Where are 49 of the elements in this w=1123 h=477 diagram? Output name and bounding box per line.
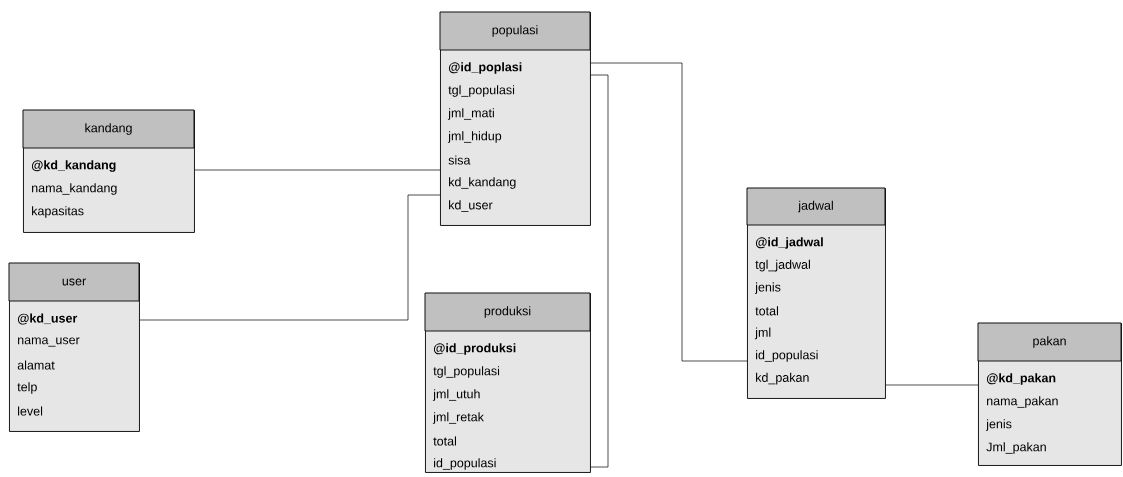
primary-key: @kd_kandang <box>31 160 116 172</box>
table-header: kandang <box>22 109 195 149</box>
entity-table <box>439 11 591 226</box>
primary-key: @kd_pakan <box>986 373 1056 385</box>
field-name: jml_retak <box>432 412 484 424</box>
field-name: tgl_jadwal <box>755 259 810 272</box>
table-header: populasi <box>439 11 591 51</box>
field-name: nama_pakan <box>987 396 1058 408</box>
field-name: telp <box>17 382 37 394</box>
field-name: level <box>18 406 43 416</box>
field-name: jenis <box>985 419 1012 431</box>
connector-line <box>590 62 748 362</box>
primary-key: @id_jadwal <box>755 237 823 249</box>
table-header: user <box>8 262 140 302</box>
field-name: alamat <box>17 360 55 370</box>
field-name: jml_utuh <box>432 389 480 401</box>
field-name: jenis <box>754 282 781 294</box>
connector-line <box>885 384 979 386</box>
primary-key: @id_produksi <box>433 343 516 355</box>
table-header: pakan <box>977 322 1122 362</box>
connector-line <box>590 74 609 468</box>
field-name: Jml_pakan <box>986 442 1046 454</box>
table-header: produksi <box>424 292 591 332</box>
field-name: tgl_populasi <box>433 366 500 378</box>
field-name: tgl_populasi <box>448 85 515 97</box>
field-name: jml_mati <box>447 108 494 120</box>
field-name: jml <box>754 327 771 340</box>
field-name: sisa <box>448 155 471 165</box>
primary-key: @id_poplasi <box>448 62 522 74</box>
field-name: kd_kandang <box>449 177 516 189</box>
entity-table <box>424 292 591 473</box>
field-name: jml_hidup <box>447 131 502 143</box>
table-header: jadwal <box>746 187 886 226</box>
entity-table <box>746 187 886 399</box>
entity-table <box>977 322 1122 466</box>
field-name: kd_user <box>449 200 493 212</box>
entity-table <box>8 262 140 432</box>
primary-key: @kd_user <box>17 313 78 325</box>
field-name: total <box>755 306 778 316</box>
field-name: nama_kandang <box>32 183 117 195</box>
field-name: id_populasi <box>434 458 496 470</box>
connector-line <box>139 194 441 321</box>
entity-table <box>22 109 195 233</box>
field-name: nama_user <box>18 337 80 347</box>
field-name: total <box>433 436 456 446</box>
field-name: id_populasi <box>756 350 818 362</box>
field-name: kapasitas <box>32 206 84 218</box>
connector-line <box>194 169 441 171</box>
field-name: kd_pakan <box>756 372 809 385</box>
